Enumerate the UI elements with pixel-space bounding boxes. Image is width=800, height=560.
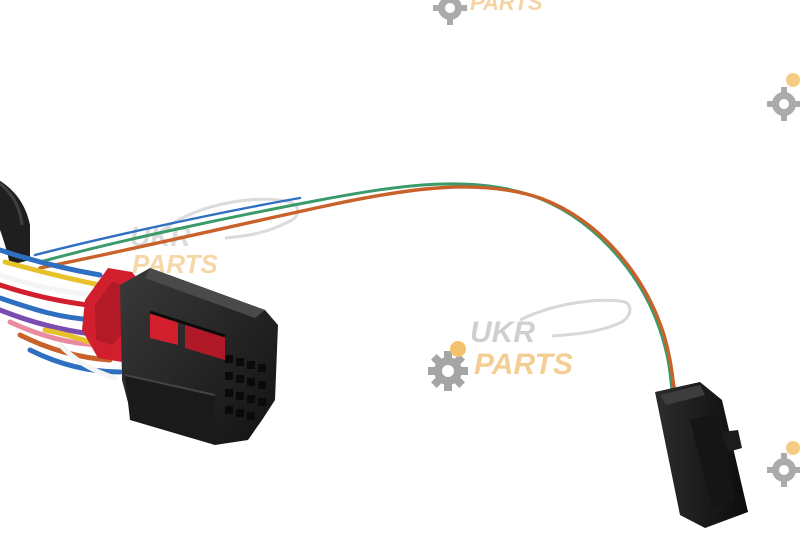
small-connector [655, 382, 748, 528]
twisted-pair-wire [33, 182, 677, 394]
gear-icon [433, 0, 467, 25]
watermark-center: UKR PARTS [428, 298, 632, 391]
watermark-text-ukr: UKR [470, 316, 535, 349]
watermark-text-parts: PARTS [470, 0, 543, 15]
gear-icon [428, 351, 468, 391]
large-connector [82, 268, 278, 445]
cable-sheath [0, 180, 30, 265]
watermark-text-parts: PARTS [474, 348, 573, 381]
wire-bundle [0, 247, 123, 381]
gear-icon [767, 87, 800, 121]
gear-icon [767, 453, 800, 487]
watermark-left: UKR PARTS [130, 197, 300, 279]
